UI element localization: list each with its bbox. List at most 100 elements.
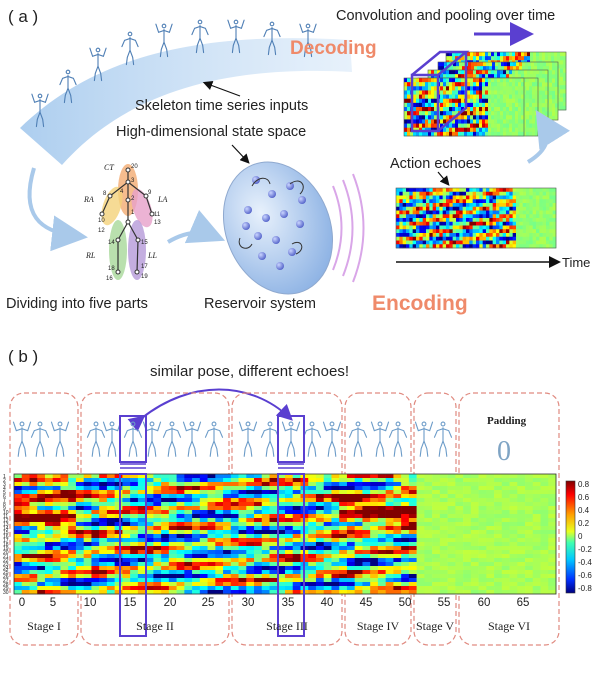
heat-cell: [416, 82, 420, 87]
heat-cell: [452, 78, 456, 83]
heat-cell: [455, 86, 459, 91]
heat-cell: [509, 191, 513, 196]
heat-cell: [498, 62, 502, 67]
heat-cell: [44, 518, 54, 523]
heat-cell: [406, 240, 410, 245]
heat-cell: [37, 522, 46, 527]
heat-cell: [192, 482, 201, 487]
heat-cell: [416, 478, 425, 483]
heat-cell: [447, 66, 451, 71]
heat-cell: [449, 195, 453, 200]
heat-cell: [447, 482, 456, 487]
heat-cell: [467, 98, 471, 104]
heat-cell: [396, 218, 400, 223]
heat-cell: [434, 94, 438, 100]
heat-cell: [176, 502, 185, 507]
skeleton-figure: [30, 421, 50, 457]
heat-cell: [428, 107, 432, 112]
heat-cell: [449, 218, 453, 223]
heat-cell: [408, 486, 417, 491]
heat-cell: [552, 218, 557, 223]
heat-cell: [501, 530, 510, 535]
heat-cell: [461, 94, 465, 100]
heat-cell: [404, 86, 408, 91]
heat-cell: [473, 74, 477, 79]
heat-cell: [482, 203, 487, 208]
heat-cell: [442, 195, 447, 200]
heat-cell: [207, 510, 216, 515]
heat-cell: [546, 66, 550, 71]
heat-cell: [346, 490, 355, 495]
heat-cell: [462, 218, 467, 223]
heat-cell: [470, 546, 479, 551]
heat-cell: [447, 506, 456, 511]
heat-cell: [412, 210, 417, 215]
heat-cell: [419, 123, 423, 129]
heat-cell: [512, 206, 517, 211]
heat-cell: [536, 188, 540, 193]
heat-cell: [130, 530, 139, 535]
heat-cell: [339, 526, 348, 531]
heat-cell: [223, 490, 232, 495]
heat-cell: [122, 530, 131, 535]
heat-cell: [546, 233, 550, 238]
heat-cell: [555, 99, 559, 104]
heat-cell: [99, 478, 108, 483]
heat-cell: [68, 522, 77, 527]
heat-cell: [549, 218, 553, 223]
heat-cell: [539, 221, 543, 226]
heat-cell: [449, 240, 453, 245]
heat-cell: [432, 221, 437, 226]
heat-cell: [440, 127, 444, 133]
heat-cell: [406, 218, 410, 223]
heat-cell: [476, 82, 480, 87]
heat-cell: [516, 236, 520, 241]
heat-cell: [199, 482, 208, 487]
heat-cell: [455, 490, 464, 495]
heat-cell: [285, 542, 294, 547]
heat-cell: [277, 522, 286, 527]
heat-cell: [447, 530, 456, 535]
heat-cell: [456, 66, 460, 71]
reservoir: [222, 161, 365, 295]
heat-cell: [21, 514, 30, 519]
heat-cell: [437, 131, 441, 137]
heat-cell: [462, 195, 467, 200]
heat-cell: [442, 221, 447, 226]
heat-cell: [458, 107, 462, 112]
heat-cell: [230, 490, 239, 495]
heat-cell: [401, 494, 410, 499]
heat-cell: [370, 498, 379, 503]
heat-cell: [548, 542, 557, 547]
heat-cell: [492, 206, 497, 211]
heat-cell: [426, 214, 430, 219]
heat-cell: [539, 236, 543, 241]
heat-cell: [525, 494, 534, 499]
skeleton-figure: [281, 421, 301, 457]
heat-cell: [447, 486, 456, 491]
heat-cell: [432, 229, 437, 234]
heat-cell: [168, 546, 177, 551]
heat-cell: [21, 542, 30, 547]
heat-cell: [563, 60, 567, 65]
heat-cell: [496, 229, 500, 234]
heat-cell: [500, 78, 504, 83]
heat-cell: [509, 538, 518, 543]
heat-cell: [432, 522, 441, 527]
heat-cell: [532, 218, 537, 223]
heat-cell: [404, 119, 408, 124]
heat-cell: [354, 482, 363, 487]
heat-cell: [470, 70, 474, 75]
heat-cell: [512, 94, 516, 100]
heat-cell: [68, 490, 77, 495]
heat-cell: [447, 526, 456, 531]
heat-cell: [449, 70, 453, 75]
heat-cell: [470, 514, 479, 519]
heat-cell: [52, 514, 61, 519]
heat-cell: [339, 514, 348, 519]
heat-cell: [545, 82, 549, 87]
heat-cell: [469, 203, 473, 208]
heat-cell: [199, 538, 208, 543]
heat-cell: [315, 522, 325, 527]
heat-cell: [385, 534, 394, 539]
